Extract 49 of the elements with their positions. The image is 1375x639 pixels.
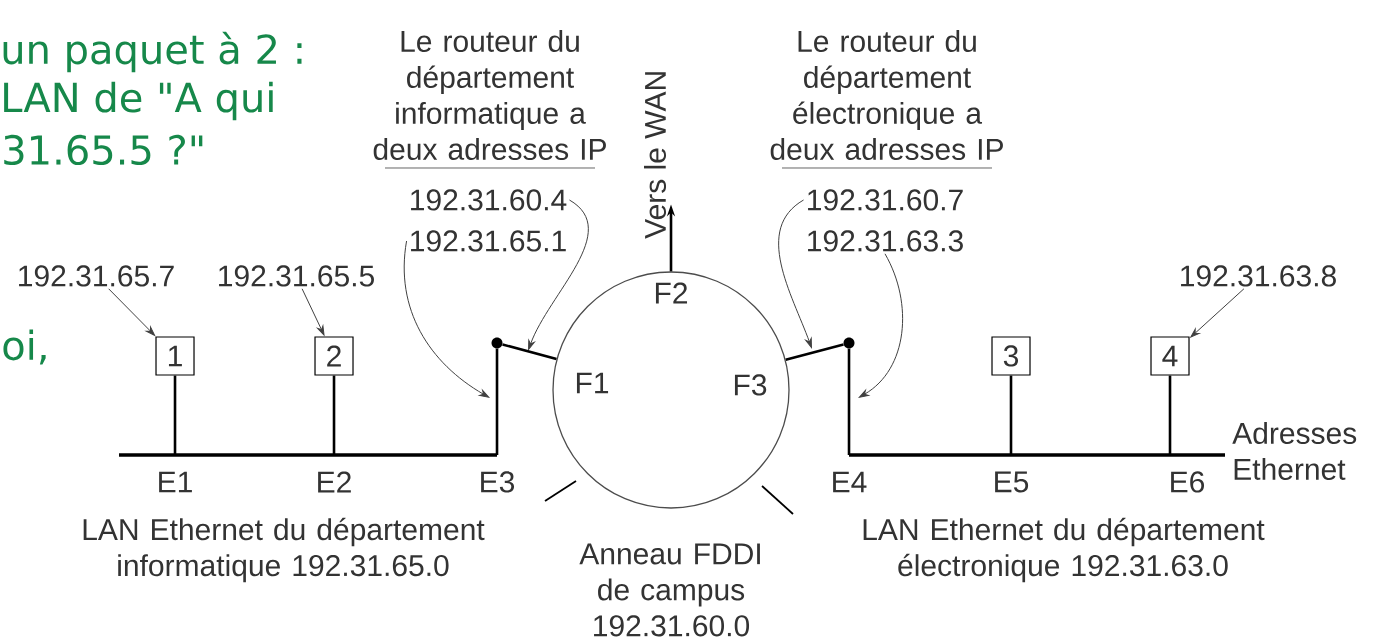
ip-address: 192.31.60.4	[411, 189, 567, 211]
interface-label: E1	[159, 471, 192, 493]
leader-arrow	[528, 199, 589, 350]
interface-label: E4	[833, 471, 867, 493]
router-caption: Le routeur du département informatique a deux adresses IP	[373, 29, 606, 160]
axis-note: Adresses Ethernet	[1232, 421, 1357, 480]
router-link	[502, 343, 557, 361]
interface-label: E3	[481, 471, 515, 493]
network-caption: Anneau FDDI de campus 192.31.60.0	[579, 543, 760, 637]
ip-address: 192.31.63.3	[808, 230, 963, 252]
router-caption: Le routeur du département électronique a deux adresses IP	[770, 29, 1003, 160]
leader-arrow	[108, 288, 156, 336]
ring-circle	[552, 271, 790, 509]
interface-label: F1	[576, 372, 609, 394]
leader-arrow	[778, 199, 812, 348]
interface-label: F2	[655, 282, 687, 304]
leader-arrow	[858, 253, 904, 398]
ip-address: 192.31.60.7	[808, 189, 963, 211]
ethernet-bus	[119, 453, 497, 457]
ip-address: 192.31.63.8	[1181, 265, 1336, 287]
network-caption: LAN Ethernet du département informatique 192.31.65.0	[83, 517, 485, 583]
host-box: 2	[314, 336, 354, 376]
bus-drop-line	[332, 375, 336, 455]
interface-label: F3	[734, 374, 767, 396]
ip-address: 192.31.65.7	[19, 265, 174, 287]
interface-label: E2	[318, 471, 351, 493]
network-caption: LAN Ethernet du département électronique 192.31.63.0	[863, 517, 1265, 583]
interface-label: E6	[1171, 471, 1205, 493]
bus-drop-line	[173, 375, 177, 455]
slide-text: un paquet à 2 :	[3, 31, 302, 73]
slide-text: LAN de "A qui	[4, 81, 273, 121]
interface-label: E5	[995, 471, 1029, 493]
host-box: 3	[991, 336, 1031, 376]
ip-address: 192.31.65.5	[219, 265, 374, 287]
bus-drop-line	[1168, 375, 1172, 455]
bus-drop-line	[847, 348, 851, 455]
leader-arrow	[301, 288, 325, 336]
bus-drop-line	[495, 348, 499, 455]
host-box: 4	[1150, 336, 1190, 376]
slide-text: oi,	[3, 329, 46, 365]
ethernet-bus	[849, 453, 1225, 457]
leader-arrow	[403, 240, 490, 398]
host-box: 1	[155, 336, 195, 376]
leader-arrow	[1190, 288, 1245, 338]
router-link	[785, 343, 844, 361]
edge-label: Vers le WAN	[644, 72, 667, 239]
bus-drop-line	[1009, 375, 1013, 455]
ip-address: 192.31.65.1	[411, 230, 566, 252]
slide-text: 31.65.5 ?"	[4, 134, 203, 166]
